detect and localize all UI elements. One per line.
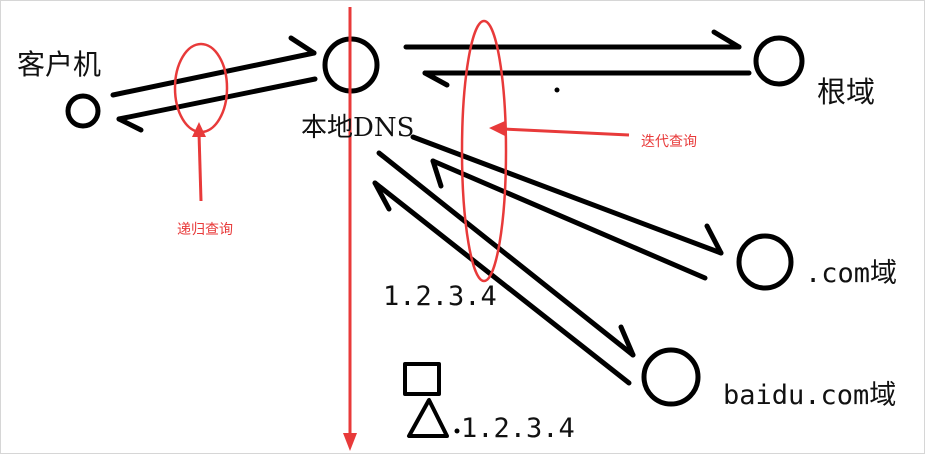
client-to-local-arrow — [110, 35, 317, 98]
local-dns-label: 本地DNS — [301, 113, 415, 143]
recursive-query-label: 递归查询 — [177, 222, 233, 238]
iterative-pointer-arrow — [502, 127, 630, 137]
client-node — [65, 93, 101, 129]
user-ip-label: 1.2.3.4 — [461, 413, 575, 444]
client-label: 客户机 — [17, 48, 102, 81]
baidu-node — [641, 347, 701, 407]
user-dot-mark — [454, 428, 460, 434]
ip-address-label: 1.2.3.4 — [383, 281, 497, 312]
com-to-local-arrow — [430, 158, 708, 281]
root-to-local-arrow — [422, 70, 752, 88]
dot-mark — [554, 87, 560, 93]
root-label: 根域 — [817, 75, 876, 109]
iterative-query-label: 迭代查询 — [641, 134, 697, 150]
recursive-query-ellipse — [173, 42, 229, 134]
com-label: .com域 — [805, 258, 898, 289]
local-to-root-arrow — [403, 29, 742, 50]
root-node — [753, 35, 805, 87]
baidu-to-local-arrow — [372, 180, 632, 386]
vertical-red-arrowhead — [343, 433, 357, 451]
user-icon — [403, 362, 449, 438]
iterative-pointer-arrowhead — [489, 121, 505, 136]
recursive-pointer-arrow — [197, 132, 203, 202]
com-node — [736, 233, 794, 291]
local-to-client-arrow — [116, 76, 318, 133]
local-to-com-arrow — [410, 134, 724, 256]
baidu-label: baidu.com域 — [723, 380, 897, 411]
iterative-query-ellipse — [460, 19, 508, 283]
local-to-baidu-arrow — [376, 150, 636, 358]
recursive-pointer-arrowhead — [192, 122, 206, 137]
